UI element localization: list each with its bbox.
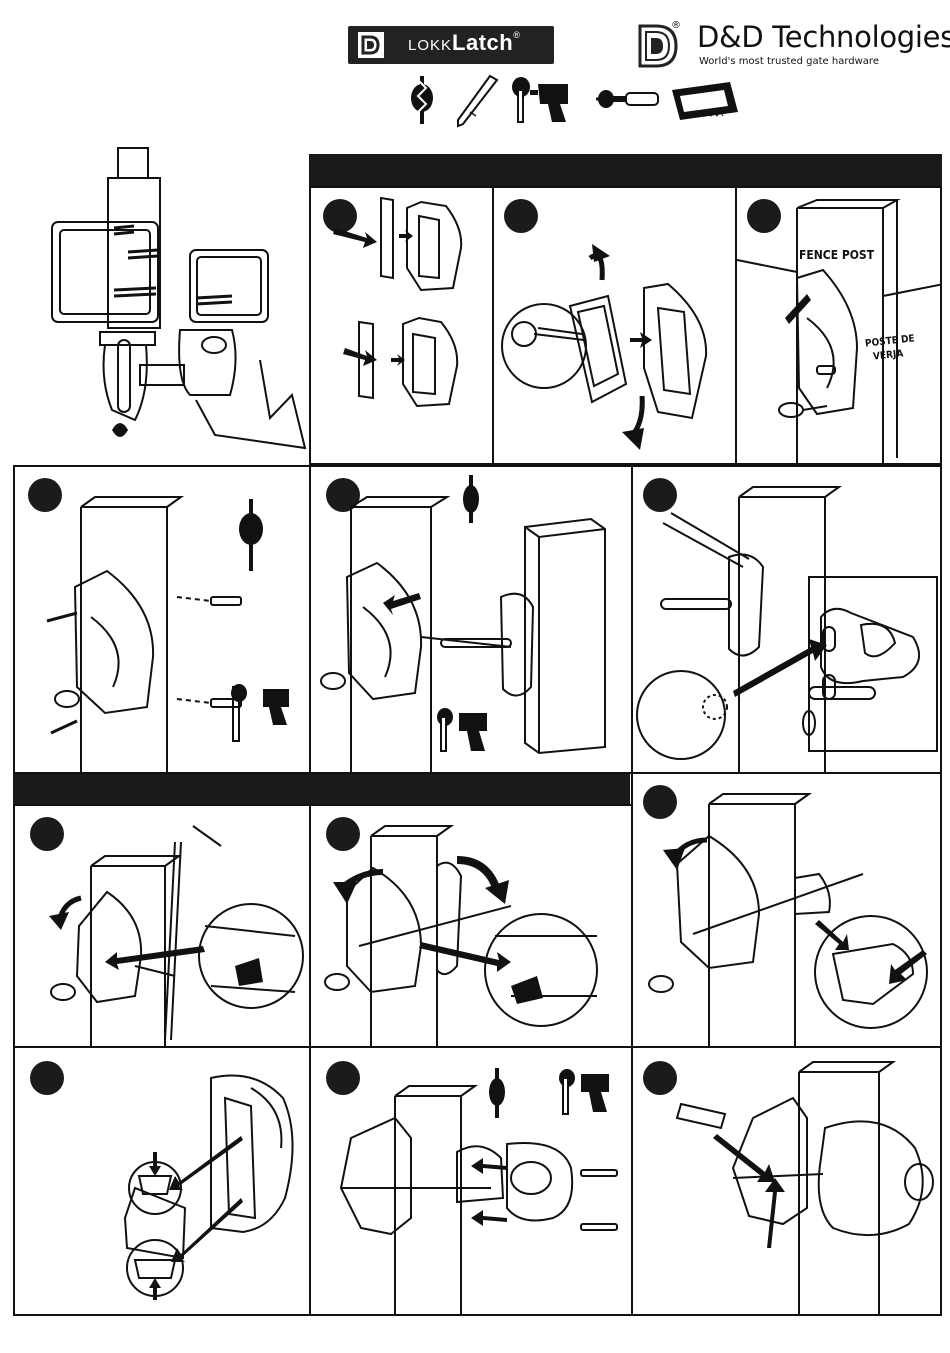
step-panel-8	[309, 804, 633, 1048]
step-panel-10	[13, 1046, 311, 1316]
step-panel-1	[309, 186, 494, 465]
hacksaw-icon	[672, 82, 738, 120]
drill-icon	[512, 77, 568, 122]
step-9-illustration	[633, 774, 942, 1048]
drill-bit-icon	[411, 76, 433, 124]
step-12-illustration	[633, 1048, 942, 1316]
overview-illustration	[0, 0, 320, 470]
step-1-illustration	[311, 188, 494, 465]
section-header-bar-top	[309, 154, 942, 188]
step-6-illustration	[633, 467, 942, 774]
step-5-illustration	[311, 467, 633, 774]
step-panel-3: FENCE POST POSTE DE VERJA	[735, 186, 942, 465]
step-panel-7	[13, 804, 311, 1048]
pencil-icon	[458, 76, 497, 126]
step-11-illustration	[311, 1048, 633, 1316]
section-header-bar-middle	[13, 772, 630, 806]
step-panel-5	[309, 465, 633, 774]
step-panel-2	[492, 186, 737, 465]
step-10-illustration	[15, 1048, 311, 1316]
step-4-illustration	[15, 467, 311, 774]
step-2-illustration	[494, 188, 737, 465]
step-panel-6	[631, 465, 942, 774]
step-7-illustration	[15, 806, 311, 1048]
step-3-illustration	[737, 188, 942, 465]
screwdriver-icon	[596, 90, 658, 108]
step-panel-9	[631, 772, 942, 1048]
step-panel-11	[309, 1046, 633, 1316]
step-panel-12	[631, 1046, 942, 1316]
step-8-illustration	[311, 806, 633, 1048]
fence-post-label: FENCE POST	[799, 248, 874, 262]
step-panel-4	[13, 465, 311, 774]
